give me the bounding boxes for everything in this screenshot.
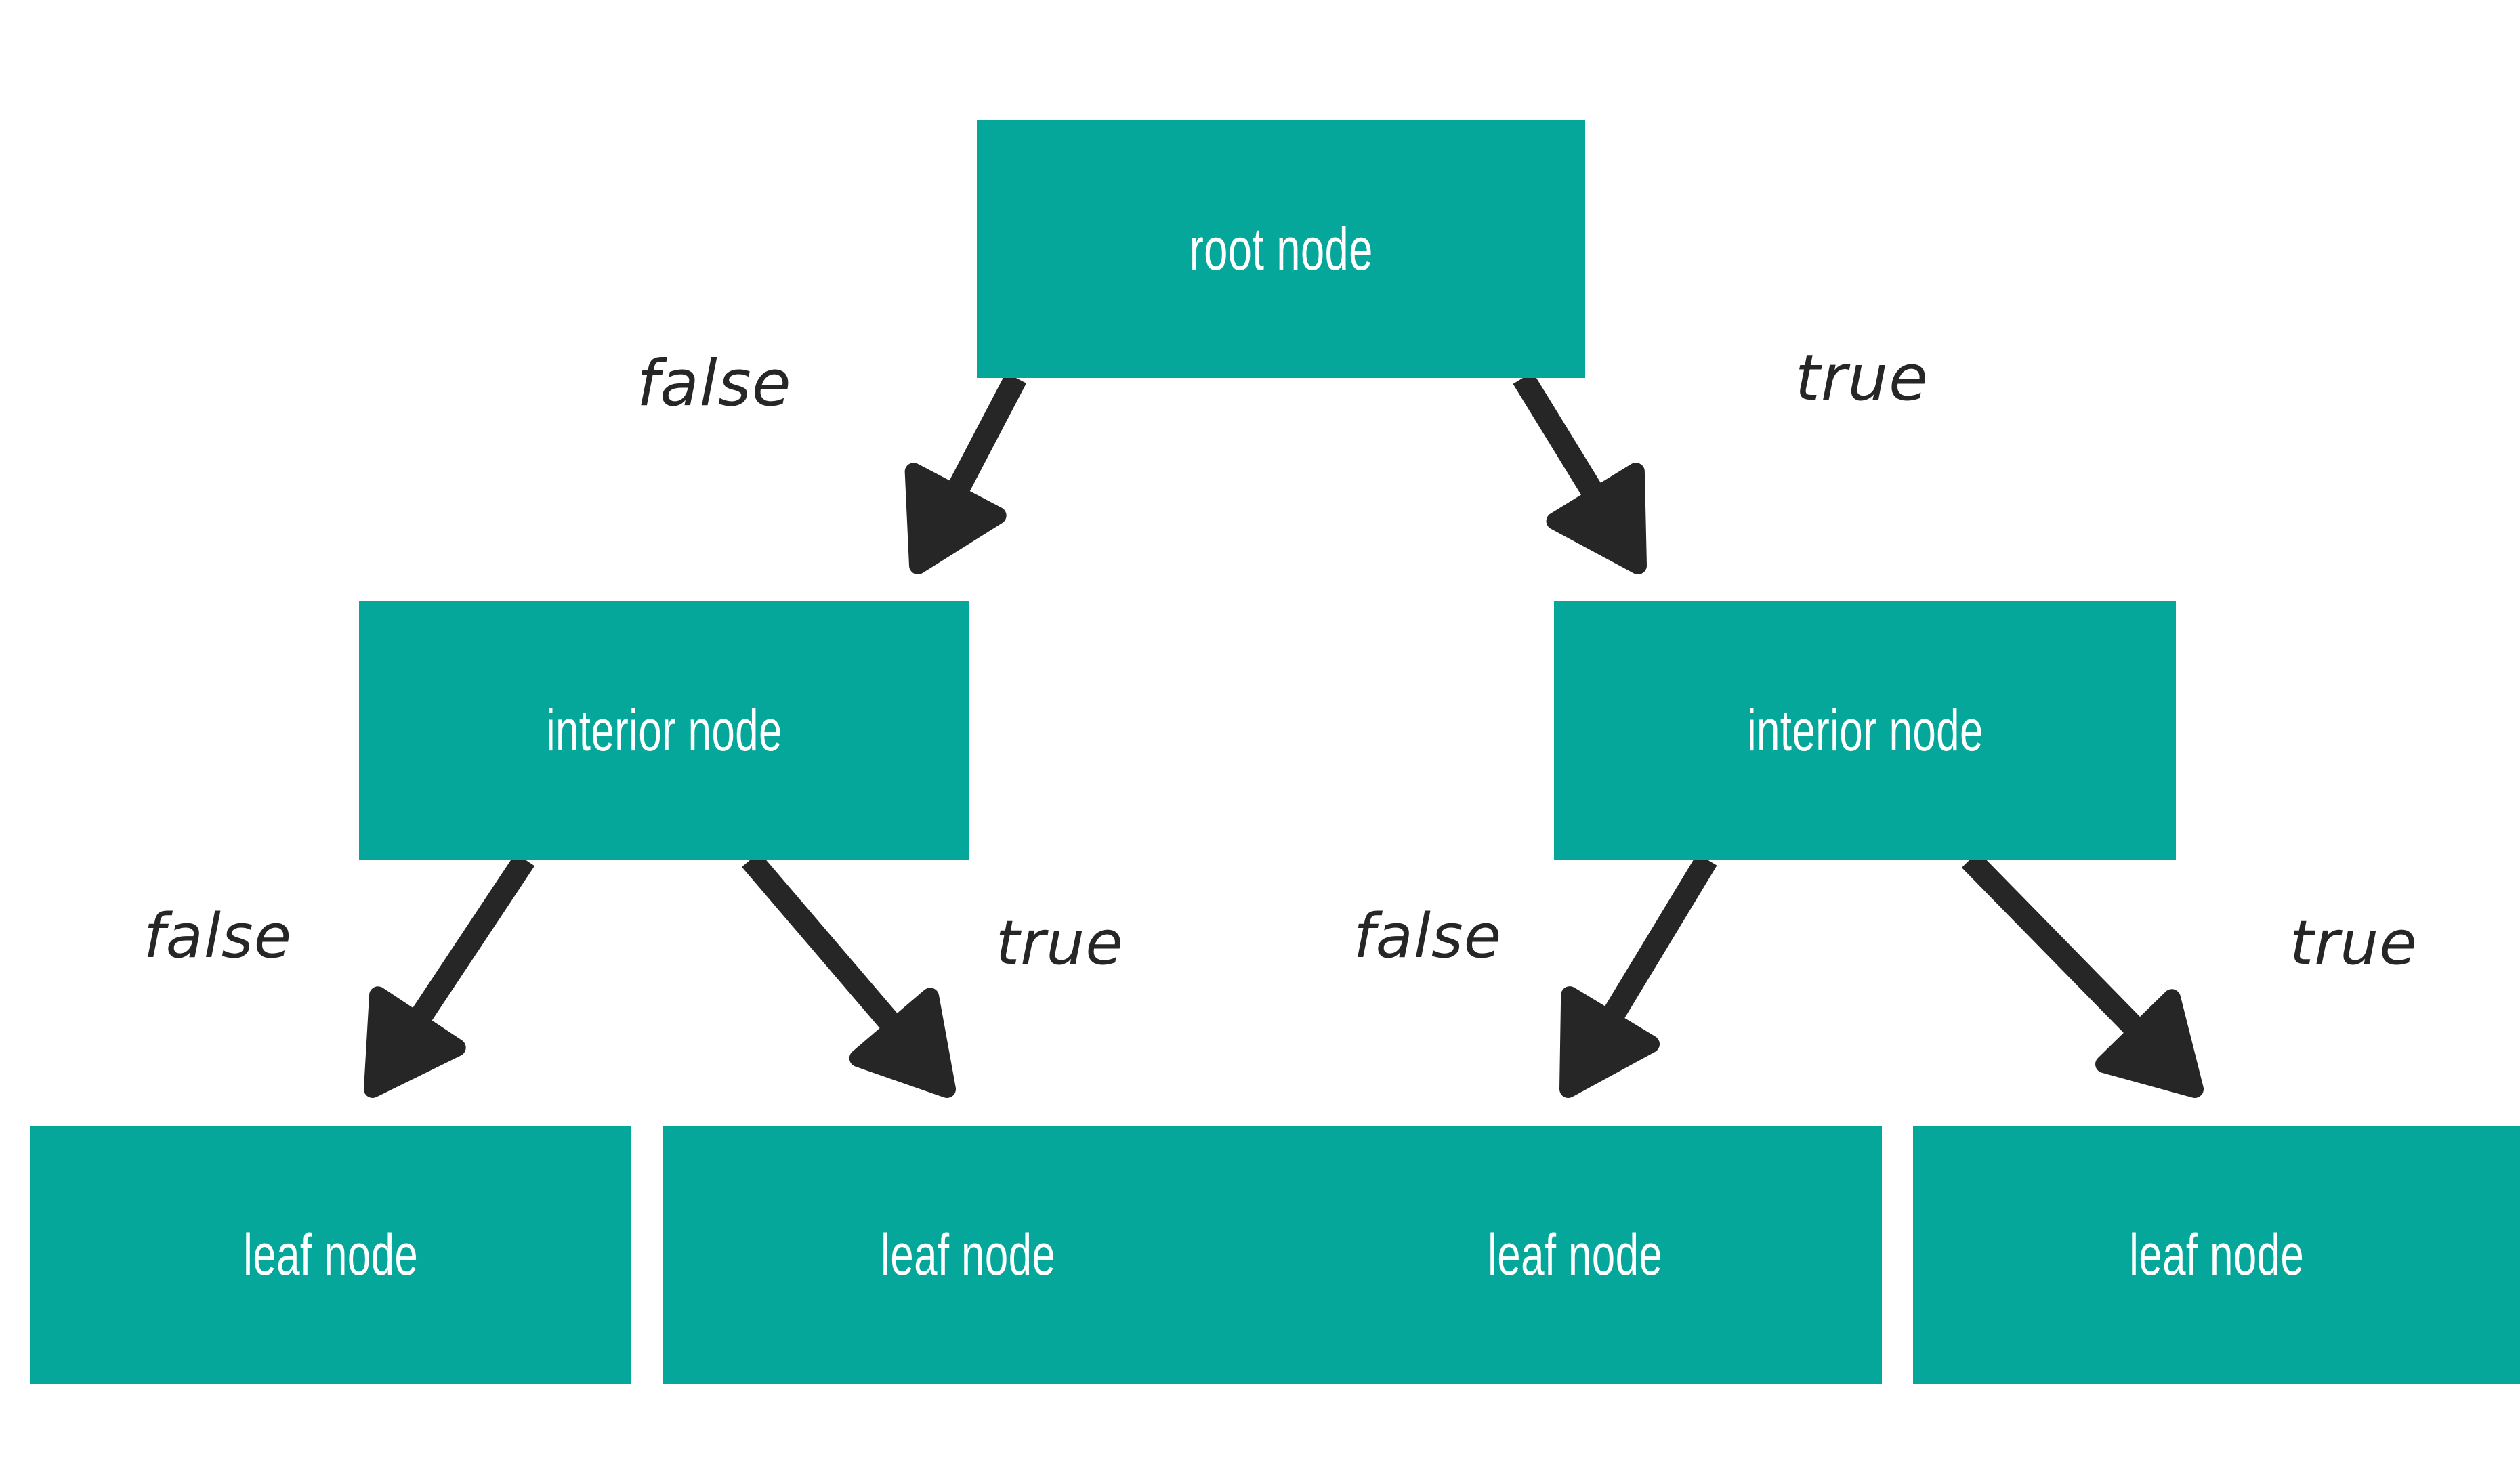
node-leaf-2[interactable]: leaf node	[663, 1126, 1274, 1384]
node-leaf-2-label: leaf node	[880, 1222, 1056, 1288]
node-leaf-4-label: leaf node	[2128, 1222, 2305, 1288]
edge-label-interior-left-false: false	[144, 901, 293, 972]
node-interior-right-label: interior node	[1746, 698, 1983, 763]
node-interior-left[interactable]: interior node	[359, 601, 969, 860]
node-leaf-3[interactable]: leaf node	[1268, 1126, 1882, 1384]
node-leaf-4[interactable]: leaf node	[1913, 1126, 2520, 1384]
node-root-label: root node	[1189, 215, 1373, 282]
edge-label-root-false: false	[637, 347, 792, 421]
edge-label-root-true: true	[1795, 341, 1929, 415]
node-leaf-1[interactable]: leaf node	[30, 1126, 631, 1384]
edge-label-interior-right-true: true	[2290, 908, 2418, 979]
node-interior-left-label: interior node	[545, 698, 782, 763]
arrow-interior-right-false	[1559, 853, 1717, 1098]
arrow-interior-right-true	[1961, 851, 2204, 1098]
arrow-root-true	[1513, 372, 1647, 574]
arrow-interior-left-true	[742, 851, 956, 1098]
node-interior-right[interactable]: interior node	[1554, 601, 2176, 860]
node-leaf-1-label: leaf node	[243, 1222, 419, 1288]
edge-label-interior-right-false: false	[1353, 901, 1503, 972]
arrow-interior-left-false	[364, 853, 535, 1098]
node-leaf-3-label: leaf node	[1487, 1222, 1663, 1288]
node-root[interactable]: root node	[977, 120, 1585, 378]
arrow-root-false	[904, 373, 1027, 574]
edge-label-interior-left-true: true	[996, 908, 1124, 979]
